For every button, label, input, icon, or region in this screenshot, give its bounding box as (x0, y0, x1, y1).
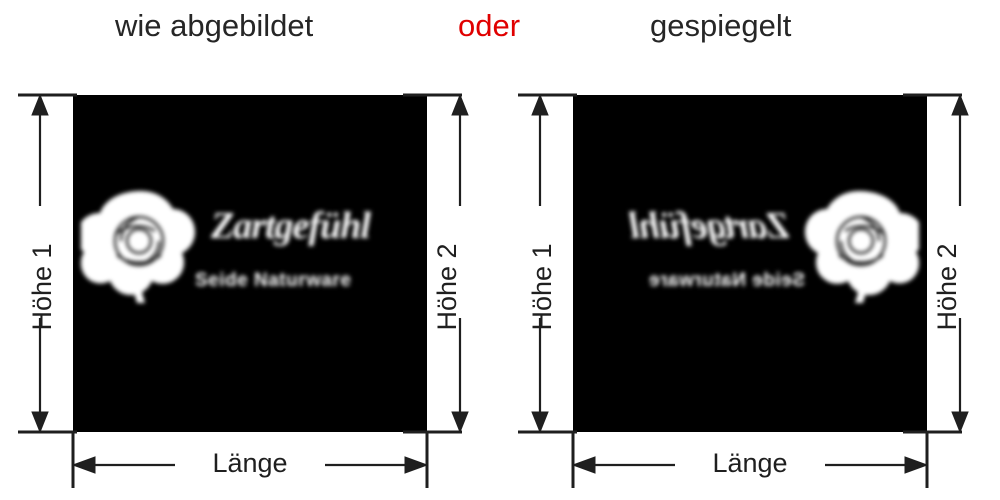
panel-as-shown: Zartgefühl Seide Naturware (0, 88, 480, 488)
panel-mirrored: Zartgefühl Seide Naturware (500, 88, 980, 488)
logo-mirrored: Zartgefühl Seide Naturware (573, 183, 927, 313)
dimension-label-hoehe-2: Höhe 2 (432, 243, 462, 331)
product-image-block-mirrored: Zartgefühl Seide Naturware (573, 95, 927, 432)
heading-as-shown: wie abgebildet (115, 8, 314, 43)
dimension-label-hoehe-2: Höhe 2 (932, 243, 962, 331)
heading-connector: oder (458, 8, 521, 43)
logo-tagline: Seide Naturware (195, 270, 352, 291)
rose-emblem-icon (799, 185, 919, 303)
dimension-label-laenge: Länge (712, 448, 788, 478)
dimension-label-hoehe-1: Höhe 1 (27, 243, 57, 331)
logo-as-shown: Zartgefühl Seide Naturware (73, 183, 427, 313)
product-image-block-as-shown: Zartgefühl Seide Naturware (73, 95, 427, 432)
logo-wordmark: Zartgefühl (211, 205, 371, 247)
logo-wordmark: Zartgefühl (630, 205, 789, 247)
dimension-label-hoehe-1: Höhe 1 (527, 243, 557, 331)
rose-emblem-icon (81, 185, 201, 303)
logo-tagline: Seide Naturware (648, 270, 805, 291)
heading-mirrored: gespiegelt (650, 8, 792, 43)
dimension-label-laenge: Länge (212, 448, 288, 478)
